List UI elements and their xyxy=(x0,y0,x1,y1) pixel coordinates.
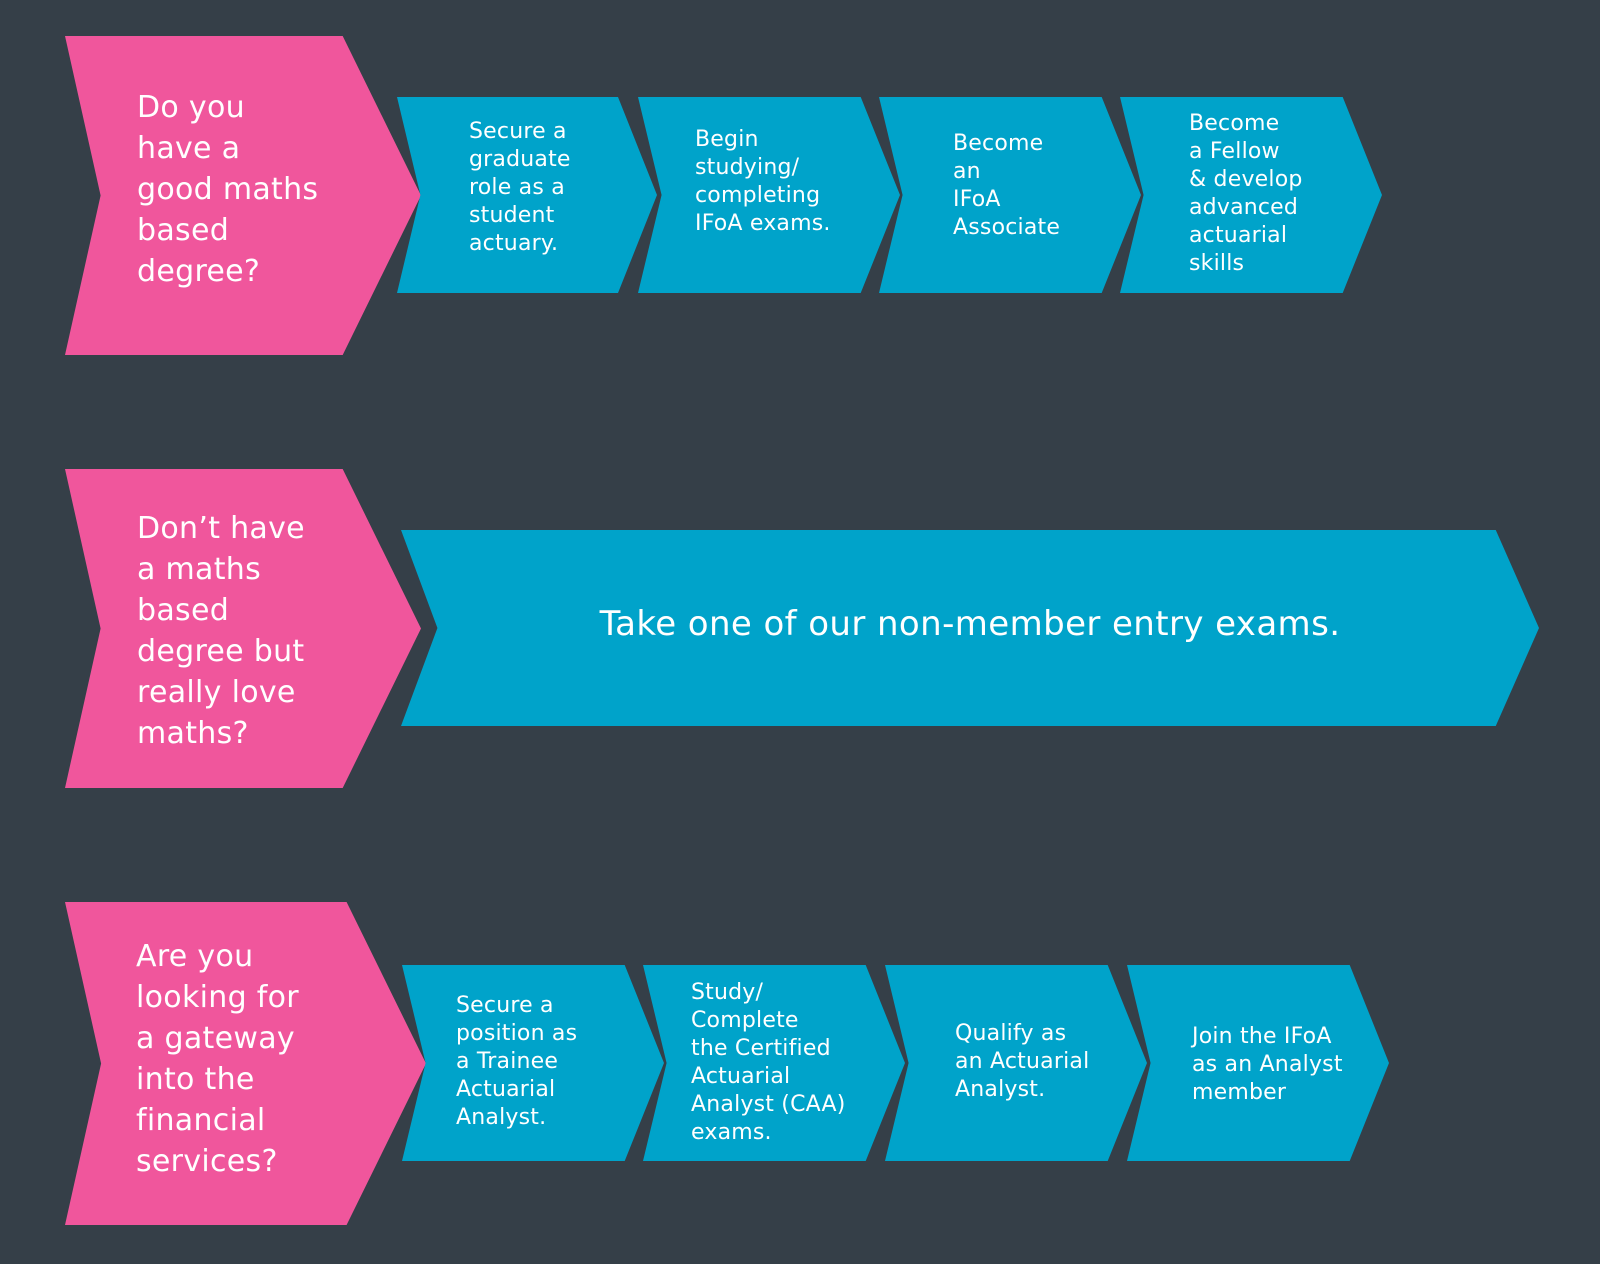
question-text: Don’t have a maths based degree but real… xyxy=(137,511,305,751)
step-text-entry-exams: Take one of our non-member entry exams. xyxy=(599,604,1341,644)
question-text: Are you looking for a gateway into the f… xyxy=(136,939,299,1179)
step-arrow-ifoa-exams: Begin studying/ completing IFoA exams. xyxy=(638,97,900,293)
step-text: Study/ Complete the Certified Actuarial … xyxy=(691,980,846,1145)
step-text: Join the IFoA as an Analyst member xyxy=(1192,1024,1343,1105)
step-text: Become an IFoA Associate xyxy=(953,131,1061,240)
step-arrow-graduate-role: Secure a graduate role as a student actu… xyxy=(397,97,657,293)
question-arrow-no-maths-degree: Don’t have a maths based degree but real… xyxy=(65,469,421,788)
question-arrow-financial-services: Are you looking for a gateway into the f… xyxy=(65,902,426,1225)
step-text: Qualify as an Actuarial Analyst. xyxy=(955,1021,1090,1102)
question-arrow-maths-degree: Do you have a good maths based degree? xyxy=(65,36,421,355)
step-text: Secure a position as a Trainee Actuarial… xyxy=(456,993,578,1130)
step-arrow-ifoa-associate: Become an IFoA Associate xyxy=(879,97,1141,293)
step-text: Become a Fellow & develop advanced actua… xyxy=(1189,111,1303,276)
step-text: Begin studying/ completing IFoA exams. xyxy=(695,127,831,236)
step-arrow-caa-exams: Study/ Complete the Certified Actuarial … xyxy=(643,965,905,1161)
step-arrow-analyst-member: Join the IFoA as an Analyst member xyxy=(1127,965,1389,1161)
step-arrow-fellow: Become a Fellow & develop advanced actua… xyxy=(1120,97,1382,293)
step-arrow-trainee-analyst: Secure a position as a Trainee Actuarial… xyxy=(402,965,664,1161)
step-text: Secure a graduate role as a student actu… xyxy=(469,119,571,256)
step-arrow-entry-exams: Take one of our non-member entry exams. xyxy=(401,530,1539,726)
question-text: Do you have a good maths based degree? xyxy=(137,90,319,289)
step-arrow-actuarial-analyst: Qualify as an Actuarial Analyst. xyxy=(885,965,1147,1161)
